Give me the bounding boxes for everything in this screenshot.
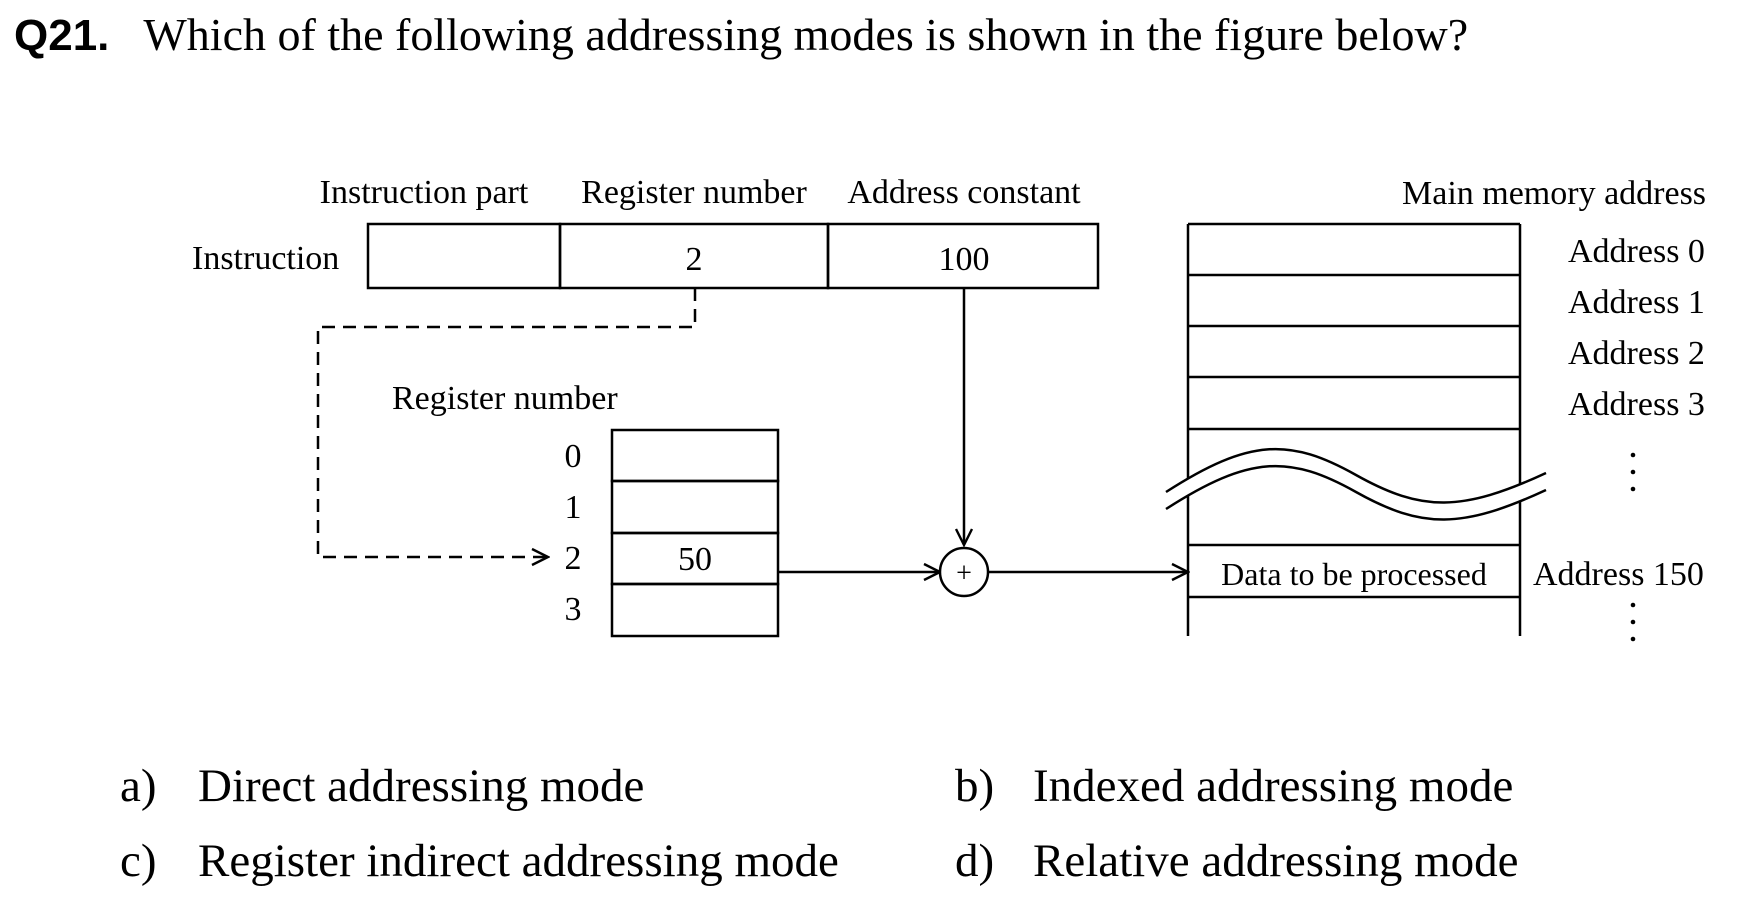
instruction-word: 2 100 [366, 222, 1100, 290]
option-letter: d) [955, 835, 995, 887]
register-row [610, 582, 780, 638]
option-b[interactable]: b) Indexed addressing mode [955, 759, 1513, 813]
adder: + [938, 546, 990, 598]
address-constant-header: Address constant [847, 174, 1081, 211]
memory-address-label: Address 1 [1568, 284, 1705, 321]
option-text: Relative addressing mode [1033, 835, 1519, 887]
option-text: Direct addressing mode [198, 760, 645, 812]
address-continuation-dots [1630, 602, 1636, 642]
register-index: 0 [565, 438, 582, 475]
register-number-header: Register number [581, 174, 807, 211]
register-row [610, 428, 780, 483]
register-index: 3 [565, 591, 582, 628]
option-text: Indexed addressing mode [1033, 760, 1514, 812]
register-file: 0 1 2 3 50 [565, 428, 780, 638]
option-text: Register indirect addressing mode [198, 835, 839, 887]
register-select-dashed-arrow [316, 288, 697, 557]
memory-address-label: Address 3 [1568, 386, 1705, 423]
adder-symbol: + [956, 558, 972, 589]
register-number-value: 2 [686, 241, 703, 278]
register-index: 1 [565, 489, 582, 526]
option-c[interactable]: c) Register indirect addressing mode [120, 834, 839, 888]
option-letter: a) [120, 760, 157, 812]
memory-break-symbol [1165, 447, 1547, 521]
instruction-label: Instruction [192, 240, 339, 277]
address-constant-value: 100 [939, 241, 990, 278]
data-cell-label: Data to be processed [1221, 556, 1487, 592]
main-memory-title: Main memory address [1402, 175, 1706, 212]
option-a[interactable]: a) Direct addressing mode [120, 759, 644, 813]
question-number: Q21. [14, 11, 110, 60]
register-index: 2 [565, 540, 582, 577]
register-row [610, 479, 780, 535]
option-letter: c) [120, 835, 157, 887]
register-file-title: Register number [392, 380, 618, 417]
option-letter: b) [955, 760, 995, 812]
address-continuation-dots [1630, 452, 1636, 492]
main-memory: Data to be processed [1165, 222, 1547, 636]
question-header: Q21. Which of the following addressing m… [14, 8, 1468, 68]
question-text: Which of the following addressing modes … [143, 9, 1469, 60]
memory-address-label: Address 0 [1568, 233, 1705, 270]
register-value: 50 [678, 541, 712, 578]
data-address-label: Address 150 [1533, 556, 1704, 593]
instruction-part-field [366, 222, 562, 290]
option-d[interactable]: d) Relative addressing mode [955, 834, 1519, 888]
instruction-part-header: Instruction part [320, 174, 529, 211]
memory-address-label: Address 2 [1568, 335, 1705, 372]
